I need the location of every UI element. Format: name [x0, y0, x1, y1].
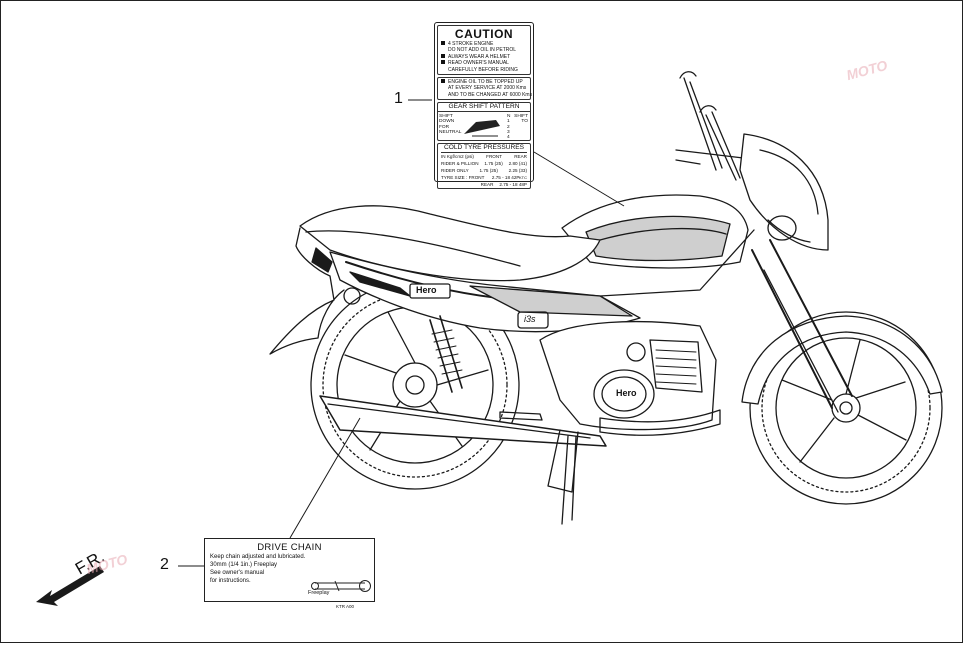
decal-badge: i3s [524, 314, 536, 324]
gear-position: 2 [507, 124, 510, 130]
gear-left-text: DOWN [439, 119, 455, 125]
callout-2: 2 [160, 556, 169, 573]
tyre-cell: 1.75 (25) [479, 168, 498, 174]
gear-position: 3 [507, 129, 510, 135]
gear-right-text: SHIFT [514, 114, 528, 120]
oil-section: ENGINE OIL TO BE TOPPED UP AT EVERY SERV… [437, 77, 533, 101]
caution-title: CAUTION [454, 27, 514, 41]
tyre-row: REAR 2.75 - 18 48P [441, 181, 527, 188]
caution-code: KTC [519, 175, 527, 180]
caution-label: CAUTION 4 STROKE ENGINE DO NOT ADD OIL I… [434, 22, 534, 190]
tyre-cell: 1.75 (25) [484, 161, 503, 167]
decal-engine-brand: Hero [616, 388, 637, 398]
tyre-cell: 2.80 (41) [508, 161, 527, 167]
tyre-cell: 2.25 (33) [508, 168, 527, 174]
tyre-title: COLD TYRE PRESSURES [441, 144, 527, 154]
tyre-cell: TYRE SIZE : FRONT [441, 175, 485, 181]
caution-section: CAUTION 4 STROKE ENGINE DO NOT ADD OIL I… [437, 25, 531, 76]
gear-position: 1 [507, 119, 510, 125]
chain-line: See owner's manual [210, 570, 265, 576]
caution-line: READ OWNER'S MANUAL [448, 60, 509, 67]
tyre-cell: RIDER ONLY [441, 168, 469, 174]
gear-position: 4 [507, 135, 510, 141]
gear-right-text: TO [521, 119, 528, 125]
chain-line: 30mm (1/4 1in.) Freeplay [210, 562, 278, 568]
tyre-cell: FRONT [486, 154, 502, 160]
caution-line: 4 STROKE ENGINE [448, 41, 494, 47]
gear-section: GEAR SHIFT PATTERN SHIFT DOWN FOR NEUTRA… [437, 102, 531, 142]
drive-chain-label: DRIVE CHAIN Keep chain adjusted and lubr… [204, 538, 375, 602]
tyre-cell: RIDER & PILLION [441, 161, 479, 167]
tyre-row: RIDER ONLY 1.75 (25) 2.25 (33) [441, 167, 527, 174]
caution-line: ALWAYS WEAR A HELMET [448, 53, 511, 60]
tyre-cell: 2.75 - 18 48P [499, 182, 527, 188]
oil-line: AT EVERY SERVICE AT 2000 Kms [448, 85, 527, 92]
tyre-cell: 2.75 - 18 42P [491, 175, 520, 181]
tyre-cell: IN Kgf/cm2 (psi) [441, 154, 474, 160]
chain-title: DRIVE CHAIN [257, 542, 322, 553]
gear-title: GEAR SHIFT PATTERN [438, 103, 530, 113]
tyre-cell: REAR [514, 154, 527, 160]
tyre-section: COLD TYRE PRESSURES IN Kgf/cm2 (psi) FRO… [437, 143, 531, 190]
tyre-row: RIDER & PILLION 1.75 (25) 2.80 (41) [441, 160, 527, 167]
gear-position: N [507, 114, 511, 120]
chain-line: for instructions. [210, 578, 251, 584]
oil-line: AND TO BE CHANGED AT 6000 Kms [448, 91, 533, 98]
gear-pedal-icon [464, 120, 500, 137]
direction-arrow [36, 566, 104, 606]
gear-left-text: FOR [439, 124, 450, 130]
oil-line: ENGINE OIL TO BE TOPPED UP [448, 79, 523, 86]
tyre-row: TYRE SIZE : FRONT 2.75 - 18 42P [441, 174, 527, 181]
tyre-row: IN Kgf/cm2 (psi) FRONT REAR [441, 153, 527, 160]
gear-left-text: SHIFT [439, 114, 453, 120]
callout-1: 1 [394, 90, 403, 107]
gear-left-text: NEUTRAL [439, 129, 462, 135]
freeplay-label: Freeplay [308, 590, 330, 596]
tyre-cell: REAR [480, 182, 494, 188]
decal-brand: Hero [416, 285, 437, 295]
caution-line: DO NOT ADD OIL IN PETROL [448, 47, 517, 54]
chain-line: Keep chain adjusted and lubricated. [210, 554, 306, 560]
chain-icon [311, 580, 371, 592]
chain-code: KTR A00 [336, 604, 355, 609]
caution-line: CAREFULLY BEFORE RIDING [448, 66, 518, 73]
